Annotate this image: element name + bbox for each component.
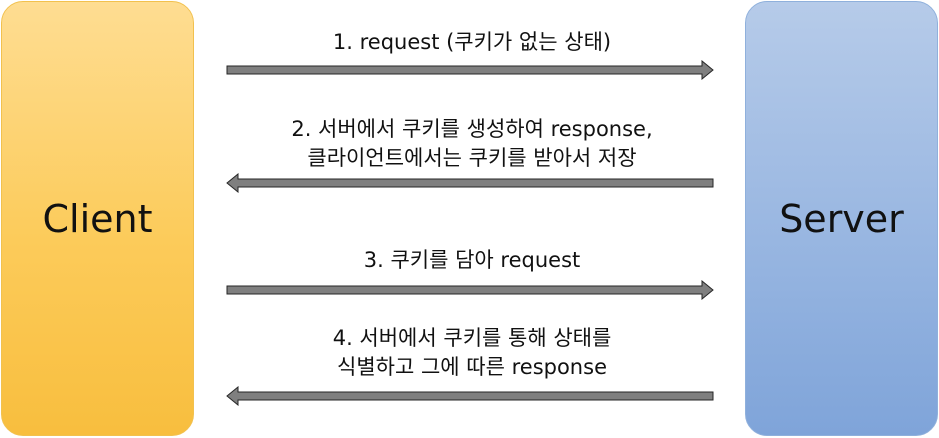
step-4-text: 4. 서버에서 쿠키를 통해 상태를 식별하고 그에 따른 response (228, 324, 716, 382)
client-node: Client (1, 1, 194, 436)
step-1-line-1: 1. request (쿠키가 없는 상태) (332, 30, 612, 54)
step-2-text: 2. 서버에서 쿠키를 생성하여 response, 클라이언트에서는 쿠키를 … (228, 115, 716, 173)
step-1-text: 1. request (쿠키가 없는 상태) (228, 28, 716, 57)
step-3-text: 3. 쿠키를 담아 request (228, 246, 716, 275)
step-4-arrow-left (226, 386, 714, 406)
client-label: Client (42, 196, 153, 241)
step-2-line-2: 클라이언트에서는 쿠키를 받아서 저장 (307, 146, 637, 170)
step-2-line-1: 2. 서버에서 쿠키를 생성하여 response, (291, 117, 653, 141)
step-2-arrow-left (226, 173, 714, 193)
step-3-arrow-right (226, 280, 714, 300)
server-node: Server (745, 1, 938, 436)
step-4-line-1: 4. 서버에서 쿠키를 통해 상태를 (332, 326, 612, 350)
step-4-line-2: 식별하고 그에 따른 response (337, 355, 607, 379)
step-1-arrow-right (226, 60, 714, 80)
server-label: Server (779, 196, 904, 241)
step-3-line-1: 3. 쿠키를 담아 request (363, 248, 581, 272)
